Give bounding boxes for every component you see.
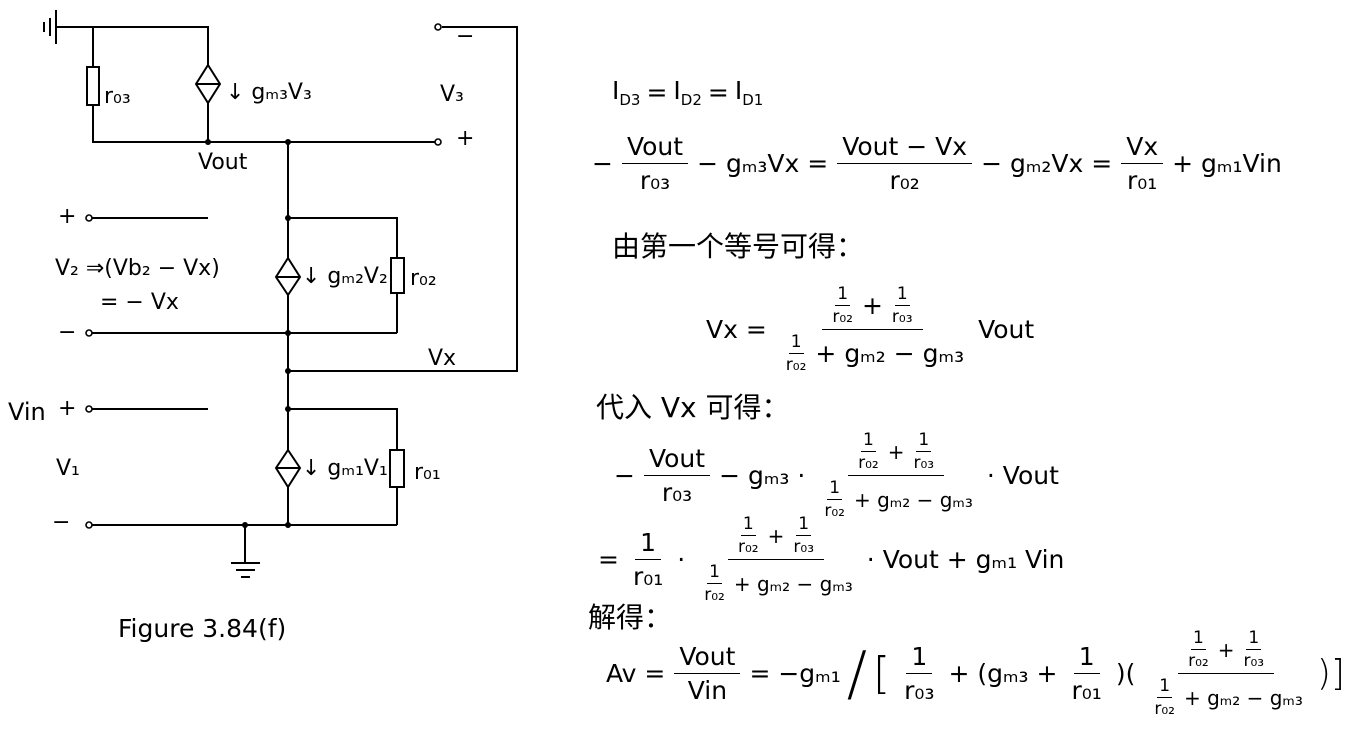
eq-op: = <box>598 545 619 574</box>
dependent-source-gm2 <box>274 256 302 297</box>
eq-term: Av = <box>606 659 666 688</box>
label-r02: r₀₂ <box>410 266 437 291</box>
equation-current-equality: ID3 = ID2 = ID1 <box>612 76 763 109</box>
label-r01: r₀₁ <box>414 460 441 485</box>
label-gm2v2: ↓ gₘ₂V₂ <box>302 264 388 289</box>
text-from-first-equality: 由第一个等号可得： <box>612 230 865 263</box>
label-gm1v1: ↓ gₘ₁V₁ <box>302 456 388 481</box>
text-solution: 解得： <box>588 601 673 634</box>
eq-term: Vout <box>978 315 1035 344</box>
eq-op: − <box>614 461 635 490</box>
resistor-r01 <box>389 449 405 488</box>
eq-op: = <box>646 78 668 107</box>
label-vx: Vx <box>428 346 457 371</box>
label-v2-plus: + <box>58 204 77 229</box>
eq-term: − gₘ₂Vx = <box>981 149 1113 178</box>
eq-term: · Vout <box>986 461 1059 490</box>
eq-term: − gₘ₃ · <box>719 461 806 490</box>
label-v2-expr: V₂ ⇒(Vb₂ − Vx) <box>55 256 220 281</box>
resistor-r02 <box>390 257 405 294</box>
text-substitute-vx: 代入 Vx 可得： <box>596 391 790 424</box>
label-v3-plus: + <box>456 126 475 151</box>
eq-term: ID1 <box>734 76 764 109</box>
label-v1: V₁ <box>56 456 80 481</box>
eq-term: ID3 <box>612 76 641 109</box>
dependent-source-gm1 <box>274 448 302 489</box>
label-v1-minus: − <box>52 510 71 535</box>
label-v2-expr2: = − Vx <box>100 290 179 315</box>
wires <box>56 26 518 563</box>
terminals <box>85 23 442 529</box>
figure-caption: Figure 3.84(f) <box>118 614 287 643</box>
eq-term: = −gₘ₁ <box>749 659 841 688</box>
label-vin-plus: + <box>58 396 77 421</box>
eq-op: = <box>707 78 729 107</box>
label-r03: r₀₃ <box>104 84 131 109</box>
eq-term: + (gₘ₃ + <box>948 659 1058 688</box>
eq-term: + gₘ₁Vin <box>1172 149 1282 178</box>
eq-term: Vx = <box>706 315 767 344</box>
nodes <box>205 139 291 528</box>
ground-symbol <box>231 562 260 578</box>
eq-term: · Vout + gₘ₁ Vin <box>866 545 1065 574</box>
label-v3-minus: − <box>456 24 475 49</box>
eq-term: − gₘ₃Vx = <box>697 149 829 178</box>
eq-division-slash: / <box>846 638 867 709</box>
label-v2-minus: − <box>58 320 77 345</box>
label-vout: Vout <box>198 150 248 175</box>
eq-term: )( <box>1115 659 1136 688</box>
eq-term: ID2 <box>673 76 702 109</box>
supply-symbol <box>43 10 57 44</box>
dependent-source-gm3 <box>194 63 222 105</box>
eq-bracket: )] <box>1316 652 1345 694</box>
label-v3: V₃ <box>440 82 464 107</box>
label-vin: Vin <box>8 398 46 426</box>
circuit-diagram <box>43 10 518 578</box>
eq-op: − <box>592 149 613 178</box>
eq-bracket: [ <box>872 647 891 699</box>
eq-op: · <box>677 545 686 574</box>
resistor-r03 <box>86 66 100 106</box>
label-gm3v3: ↓ gₘ₃V₃ <box>226 80 312 105</box>
